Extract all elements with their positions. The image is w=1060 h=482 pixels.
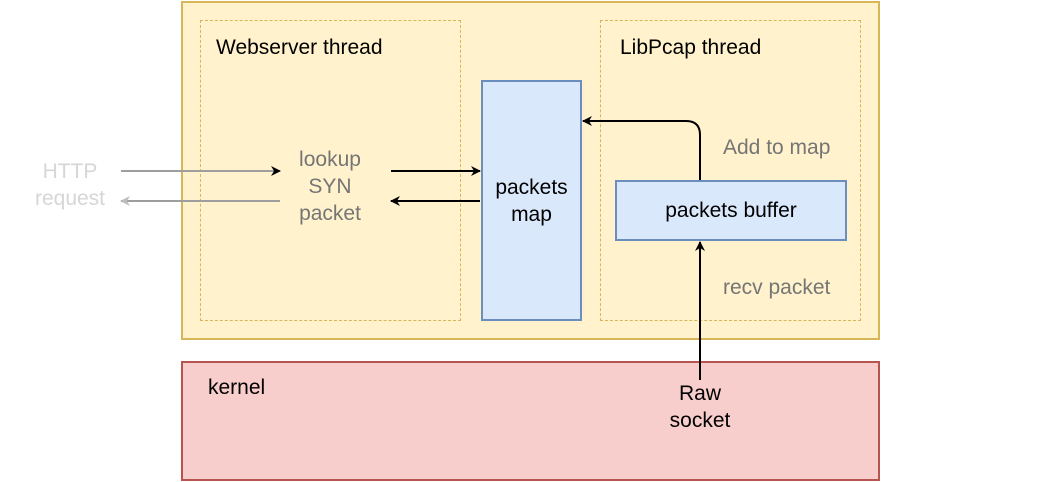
add-to-map-label: Add to map [723, 136, 831, 159]
packets-map-box: packets map [481, 80, 582, 321]
http-request-label: HTTP request [34, 160, 106, 210]
raw-socket-label: Raw socket [669, 382, 731, 432]
kernel-region [181, 361, 880, 481]
packets-buffer-label: packets buffer [665, 199, 797, 222]
libpcap-thread-region [600, 20, 861, 321]
recv-packet-label: recv packet [723, 276, 831, 299]
lookup-syn-packet-label: lookup SYN packet [299, 148, 361, 225]
webserver-thread-title: Webserver thread [216, 36, 383, 59]
add-to-map-arrow [582, 116, 701, 180]
packets-buffer-box: packets buffer [615, 180, 847, 241]
kernel-title: kernel [208, 376, 266, 399]
libpcap-thread-title: LibPcap thread [620, 36, 762, 59]
packets-map-label: packets map [495, 175, 568, 226]
